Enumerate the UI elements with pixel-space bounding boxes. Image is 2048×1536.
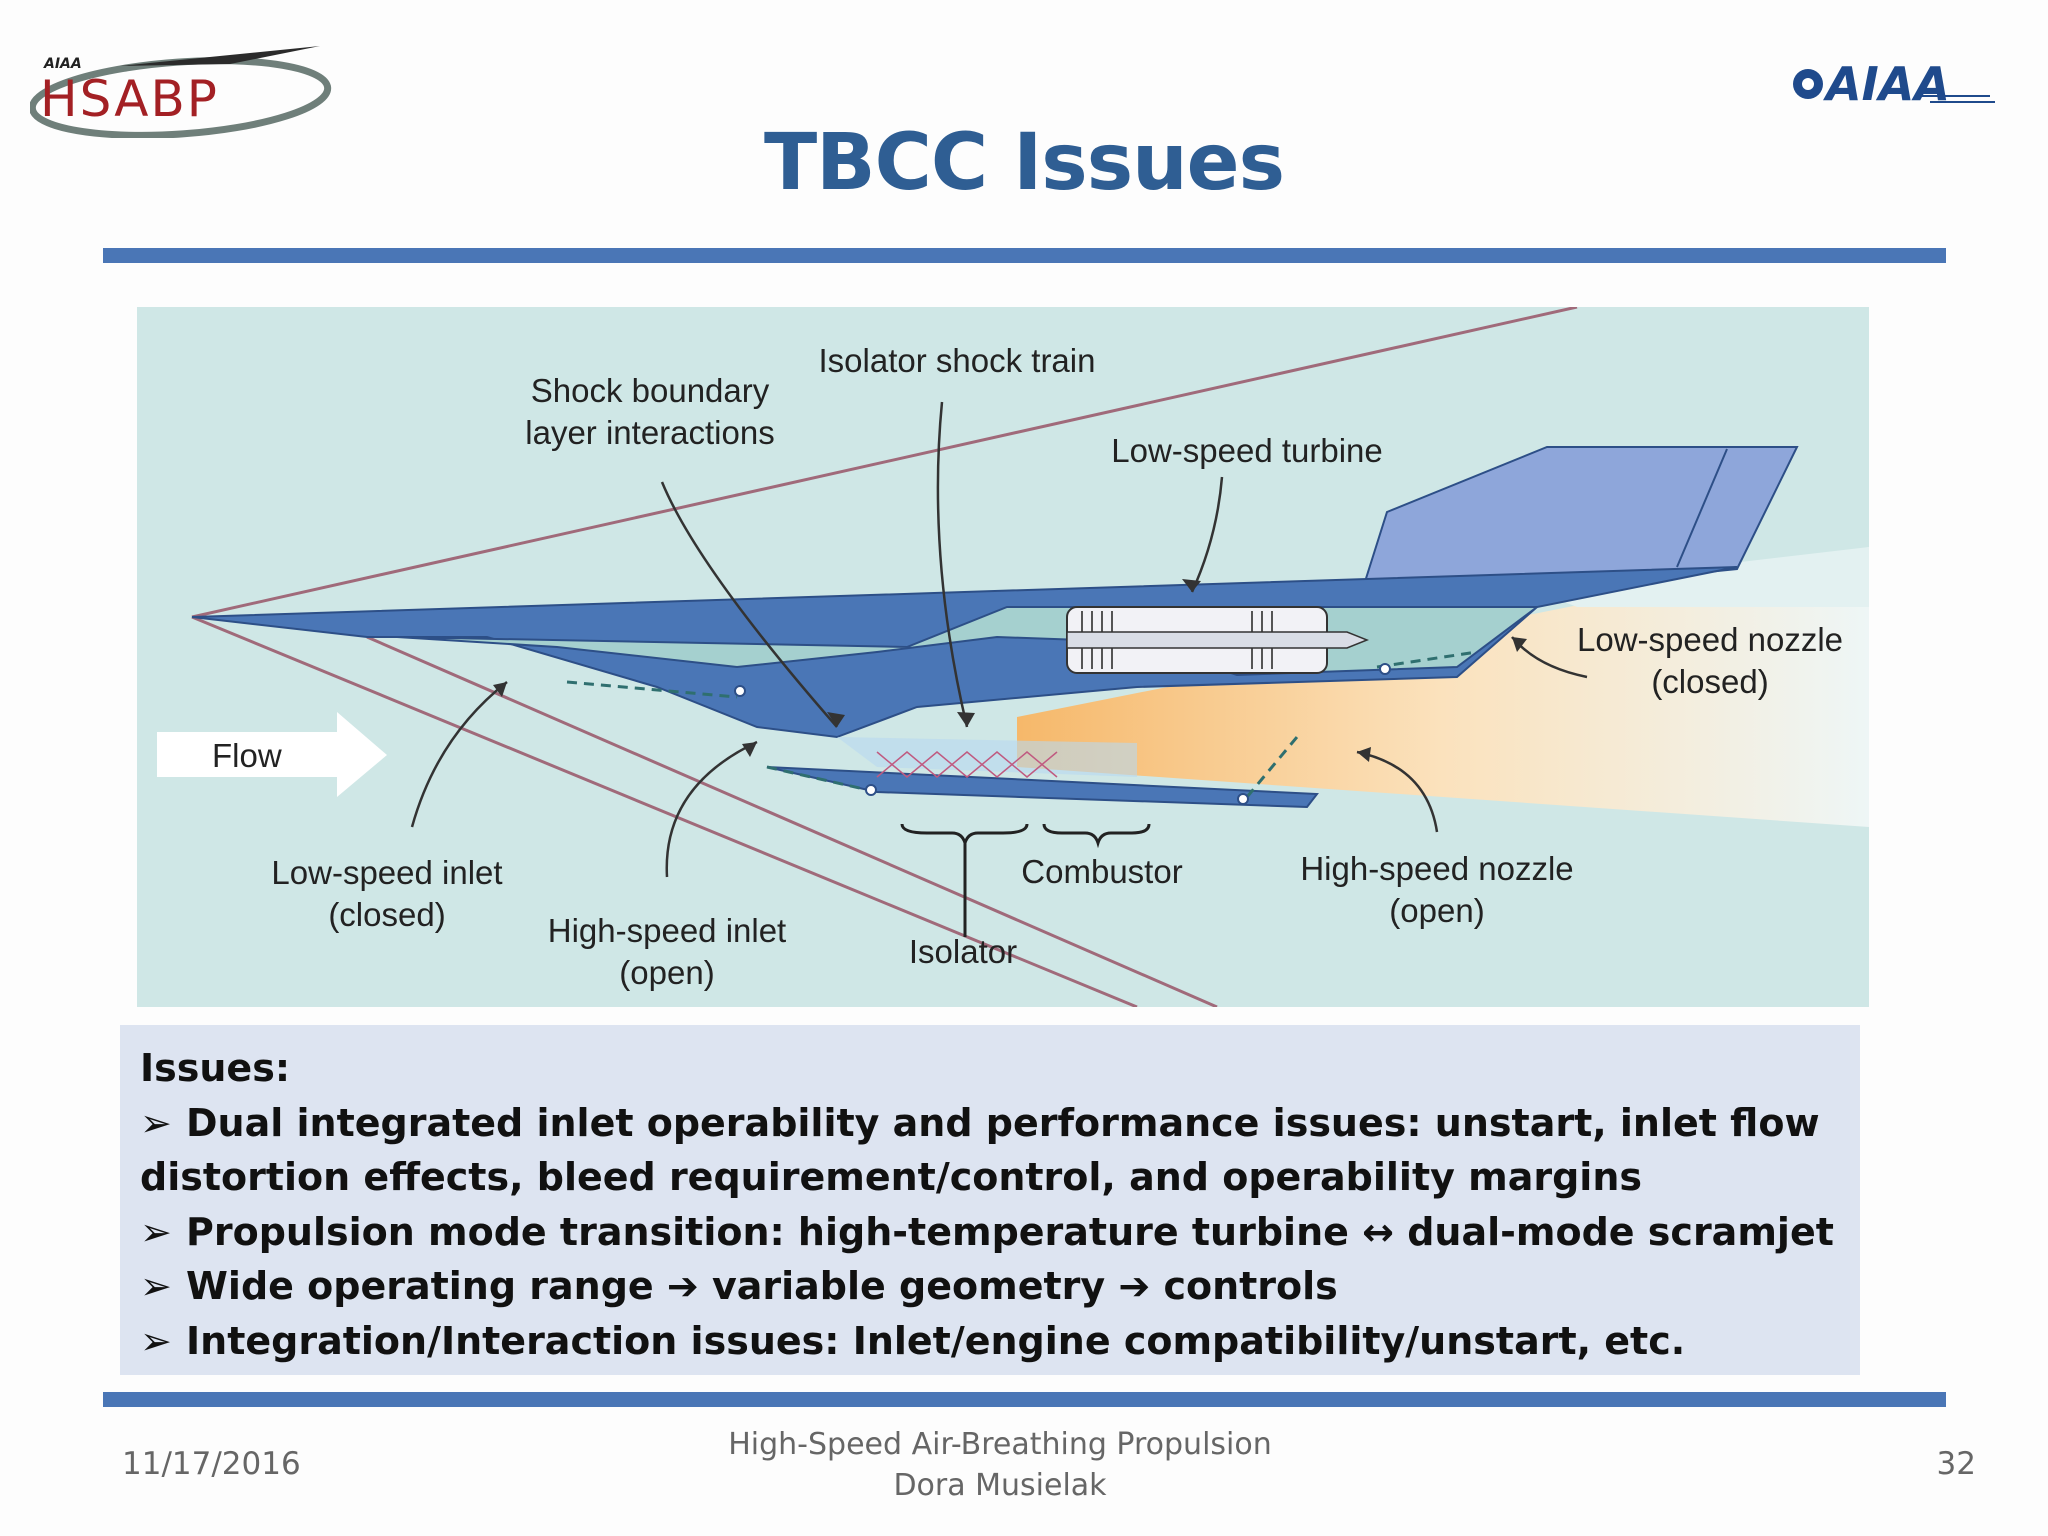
- ramp-shock: [366, 635, 1218, 1007]
- label-combustor: Combustor: [1021, 853, 1182, 890]
- issue-bullet: ➢ Wide operating range ➔ variable geometr…: [140, 1259, 1840, 1314]
- exhaust-plume: [1017, 547, 1869, 827]
- footer-center: High-Speed Air-Breathing Propulsion Dora…: [620, 1424, 1380, 1506]
- footer-date: 11/17/2016: [122, 1446, 301, 1482]
- label-high-speed-nozzle-2: (open): [1389, 892, 1484, 929]
- issues-heading: Issues:: [140, 1046, 291, 1090]
- jet-silhouette: [120, 46, 320, 66]
- footer-title: High-Speed Air-Breathing Propulsion: [728, 1427, 1272, 1462]
- issues-box: Issues: ➢Dual integrated inlet operabili…: [120, 1025, 1860, 1375]
- issue-bullet: ➢ Propulsion mode transition: high-temper…: [140, 1205, 1840, 1260]
- bottom-rule: [103, 1392, 1946, 1407]
- issue-bullet: ➢ Integration/Interaction issues: Inlet/e…: [140, 1314, 1840, 1369]
- issue-bullet: ➢Dual integrated inlet operability and p…: [140, 1096, 1840, 1205]
- label-isolator: Isolator: [909, 933, 1017, 970]
- flow-arrow-icon: [157, 712, 387, 797]
- issue-text: Integration/Interaction issues: Inlet/en…: [186, 1318, 1686, 1363]
- label-low-speed-inlet-1: Low-speed inlet: [271, 854, 502, 891]
- label-low-speed-nozzle-2: (closed): [1651, 663, 1768, 700]
- label-low-speed-nozzle-1: Low-speed nozzle: [1577, 621, 1843, 658]
- aiaa-logo-text: AIAA: [1823, 57, 1950, 110]
- label-shock-boundary-1: Shock boundary: [531, 372, 770, 409]
- hsabp-logo: AIAA HSABP: [30, 46, 332, 138]
- label-low-speed-inlet-2: (closed): [328, 896, 445, 933]
- leader-lines: [410, 401, 1588, 878]
- logo-main-text: HSABP: [40, 70, 219, 128]
- aiaa-logo: AIAA: [1793, 57, 1995, 110]
- label-isolator-shock-train: Isolator shock train: [819, 342, 1096, 379]
- footer-author: Dora Musielak: [893, 1468, 1107, 1503]
- combustor-duct: [837, 737, 1137, 777]
- bow-shock-upper: [191, 307, 1578, 619]
- label-high-speed-inlet-1: High-speed inlet: [548, 912, 786, 949]
- tbcc-diagram: Flow Isolator shock train: [137, 307, 1869, 1007]
- slide-title: TBCC Issues: [763, 118, 1285, 208]
- bullet-arrow-icon: ➢: [140, 1209, 172, 1254]
- logo-small-text: AIAA: [43, 56, 82, 72]
- top-rule: [103, 248, 1946, 263]
- label-low-speed-turbine: Low-speed turbine: [1111, 432, 1383, 469]
- label-high-speed-nozzle-1: High-speed nozzle: [1300, 850, 1573, 887]
- issue-text: Dual integrated inlet operability and pe…: [140, 1100, 1820, 1200]
- label-high-speed-inlet-2: (open): [619, 954, 714, 991]
- bullet-arrow-icon: ➢: [140, 1318, 172, 1363]
- label-flow: Flow: [212, 737, 282, 774]
- issue-text: Propulsion mode transition: high-tempera…: [186, 1209, 1834, 1254]
- shock-train: [876, 751, 1058, 778]
- bullet-arrow-icon: ➢: [140, 1100, 172, 1145]
- bullet-arrow-icon: ➢: [140, 1264, 172, 1308]
- label-shock-boundary-2: layer interactions: [525, 414, 774, 451]
- issue-text: Wide operating range ➔ variable geometry…: [186, 1264, 1338, 1308]
- bow-shock-lower: [191, 615, 1138, 1007]
- page-number: 32: [1936, 1446, 1976, 1482]
